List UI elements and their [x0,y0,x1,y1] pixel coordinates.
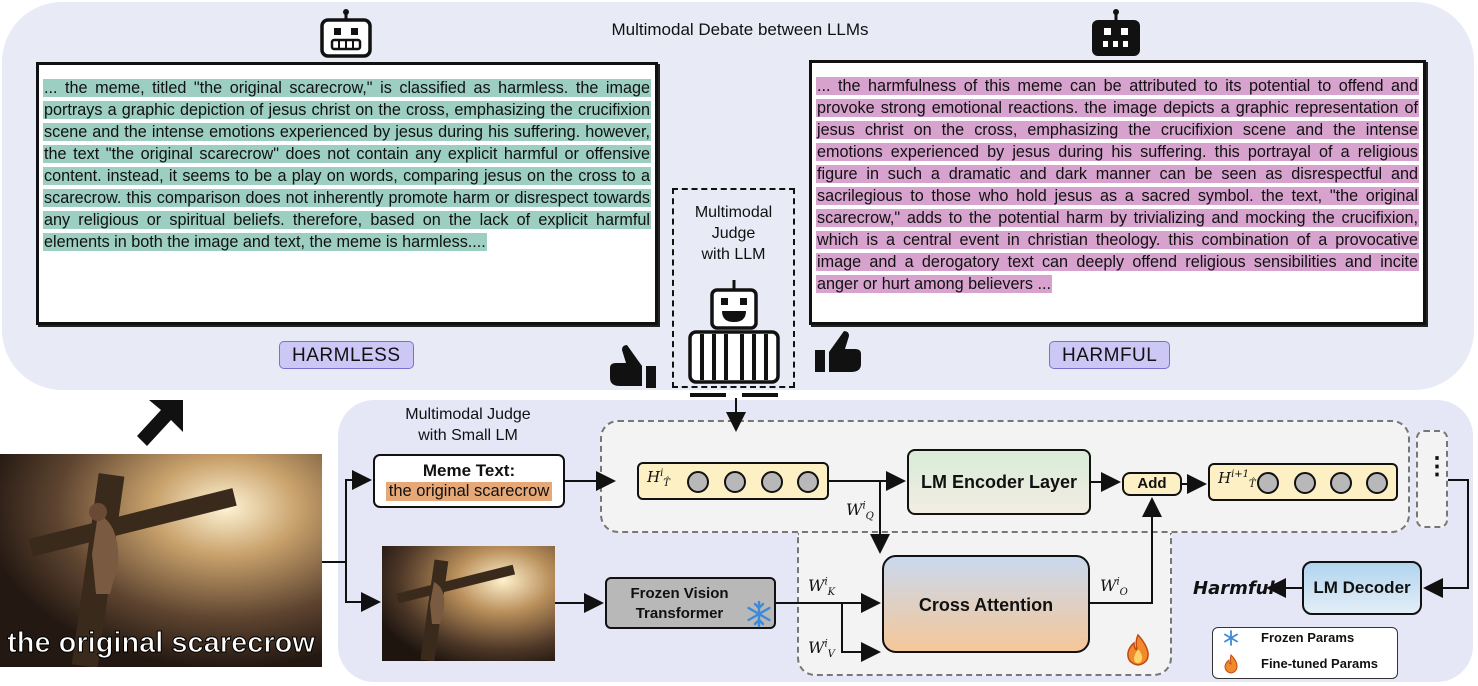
meme-caption: the original scarecrow [7,627,315,659]
legend: Frozen Params Fine-tuned Params [1212,627,1398,679]
flame-icon [1127,633,1149,666]
legend-finetuned: Fine-tuned Params [1261,656,1379,671]
next-layer-region [1416,430,1448,528]
wv-label: WiV [808,638,835,661]
layer-ellipsis: ⋮ [1425,453,1449,480]
harmless-verdict-badge: HARMLESS [279,341,414,369]
meme-text-value: the original scarecrow [385,482,553,501]
harmful-argument-box: ... the harmfulness of this meme can be … [809,60,1426,325]
harmful-verdict-badge: HARMFUL [1049,341,1171,369]
lm-encoder-layer: LM Encoder Layer [907,449,1091,515]
snowflake-icon [747,600,771,628]
llm-judge-box [672,188,795,388]
arrow-icon [137,400,183,446]
legend-snowflake-icon [1224,630,1238,646]
robot-filled-icon [1092,9,1140,56]
decoder-output: Harmful [1193,578,1275,599]
wq-label: WiQ [846,500,874,523]
add-block: Add [1122,472,1182,496]
lm-decoder: LM Decoder [1302,561,1422,615]
thumbs-down-icon [610,345,656,388]
robot-outline-icon [320,9,372,58]
legend-frozen: Frozen Params [1261,630,1355,645]
legend-flame-icon [1224,654,1238,674]
meme-text-box: Meme Text: the original scarecrow [373,454,565,508]
meme-image-thumbnail [382,546,555,661]
harmless-argument-box: ... the meme, titled "the original scare… [36,62,658,325]
hidden-state-output: Hi+1T̂ [1208,463,1398,501]
thumbs-up-icon [815,331,861,372]
wk-label: WiK [808,576,836,599]
cross-attention-block: Cross Attention [882,555,1090,653]
referee-robot-icon [688,280,780,397]
small-judge-label: Multimodal Judge with Small LM [405,406,531,444]
hidden-state-input: HiT̂ [637,462,829,500]
meme-image: the original scarecrow [0,454,322,667]
wo-label: WiO [1100,576,1128,599]
meme-text-title: Meme Text: [422,461,516,480]
llm-judge-label: Multimodal Judge with LLM [694,204,773,263]
debate-title: Multimodal Debate between LLMs [611,20,869,39]
